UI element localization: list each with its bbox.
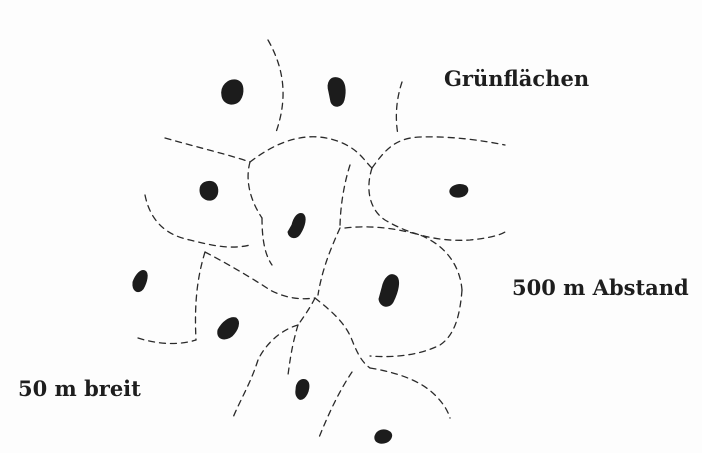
boundary-line xyxy=(195,252,205,340)
boundary-line xyxy=(258,325,298,360)
boundary-line xyxy=(248,162,262,218)
green-area-blob xyxy=(133,271,147,292)
green-area-blob xyxy=(328,78,345,107)
boundary-line xyxy=(340,165,350,228)
width-label: 50 m breit xyxy=(18,378,141,399)
boundary-line xyxy=(318,228,340,295)
green-area-blob xyxy=(288,214,305,238)
green-area-blob xyxy=(379,275,399,307)
boundary-line xyxy=(250,137,372,168)
boundary-line xyxy=(318,372,352,440)
boundary-line xyxy=(370,368,450,418)
boundary-line xyxy=(288,325,298,375)
boundary-line xyxy=(205,252,315,299)
green-area-blob xyxy=(450,185,468,198)
boundary-line xyxy=(232,360,258,420)
green-area-blob xyxy=(375,430,392,443)
boundary-line xyxy=(138,338,196,344)
green-area-blob xyxy=(222,80,243,104)
green-areas-label: Grünflächen xyxy=(444,68,589,89)
green-area-blob xyxy=(296,379,309,399)
distance-label: 500 m Abstand xyxy=(512,277,689,298)
boundary-line xyxy=(145,195,250,247)
boundary-line xyxy=(345,227,462,290)
boundary-line xyxy=(396,82,402,135)
boundary-line xyxy=(262,218,272,265)
boundary-line xyxy=(298,298,315,325)
green-area-blob xyxy=(200,181,218,200)
boundary-line xyxy=(315,298,370,368)
boundary-line xyxy=(372,137,505,168)
boundary-line xyxy=(369,168,505,240)
boundary-line xyxy=(268,40,283,135)
boundary-line xyxy=(165,138,250,162)
green-area-blob xyxy=(218,318,239,339)
